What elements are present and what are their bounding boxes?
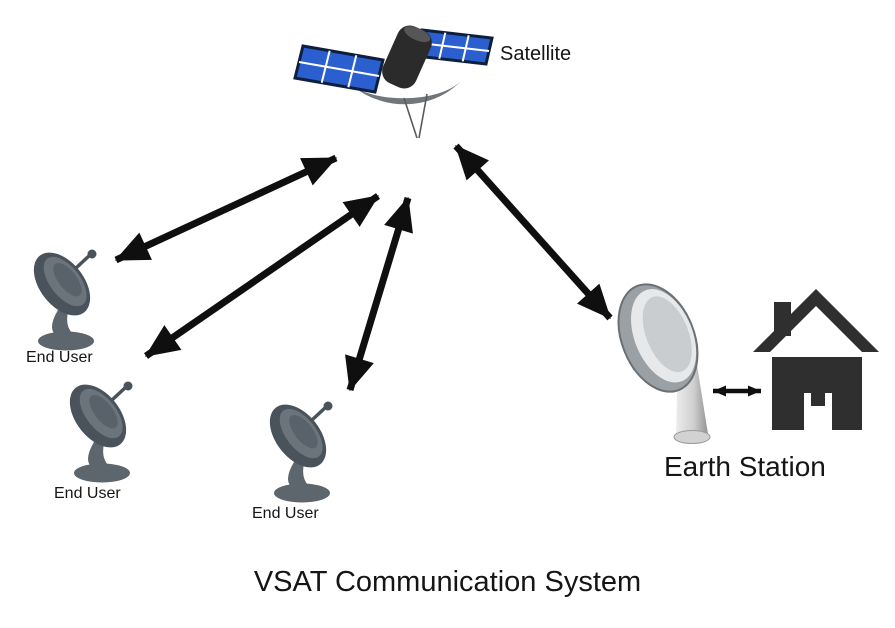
end-user-label-2: End User	[54, 485, 121, 502]
earth-station-dish-icon	[617, 283, 711, 444]
house-icon	[753, 289, 879, 430]
house-roof	[753, 289, 879, 352]
end-user-dish-1	[20, 240, 104, 353]
earth-station-label: Earth Station	[664, 451, 826, 482]
end-user-label-3: End User	[252, 505, 319, 522]
satellite-icon	[293, 25, 494, 139]
link-arrow-satellite-earthstation	[453, 143, 613, 321]
satellite-label: Satellite	[500, 43, 572, 65]
link-arrow-satellite-enduser2	[144, 193, 380, 359]
earth-station-bowl	[617, 283, 699, 393]
end-user-label-1: End User	[26, 349, 93, 366]
satellite-swoosh	[348, 80, 462, 105]
satellite-body	[382, 25, 432, 89]
end-user-dish-3	[256, 392, 340, 505]
diagram-title: VSAT Communication System	[253, 566, 642, 598]
satellite-solar-panel-left	[293, 44, 385, 94]
end-user-dish-2	[56, 372, 140, 485]
link-arrow-satellite-enduser3	[345, 196, 413, 392]
satellite-antenna	[403, 93, 428, 139]
